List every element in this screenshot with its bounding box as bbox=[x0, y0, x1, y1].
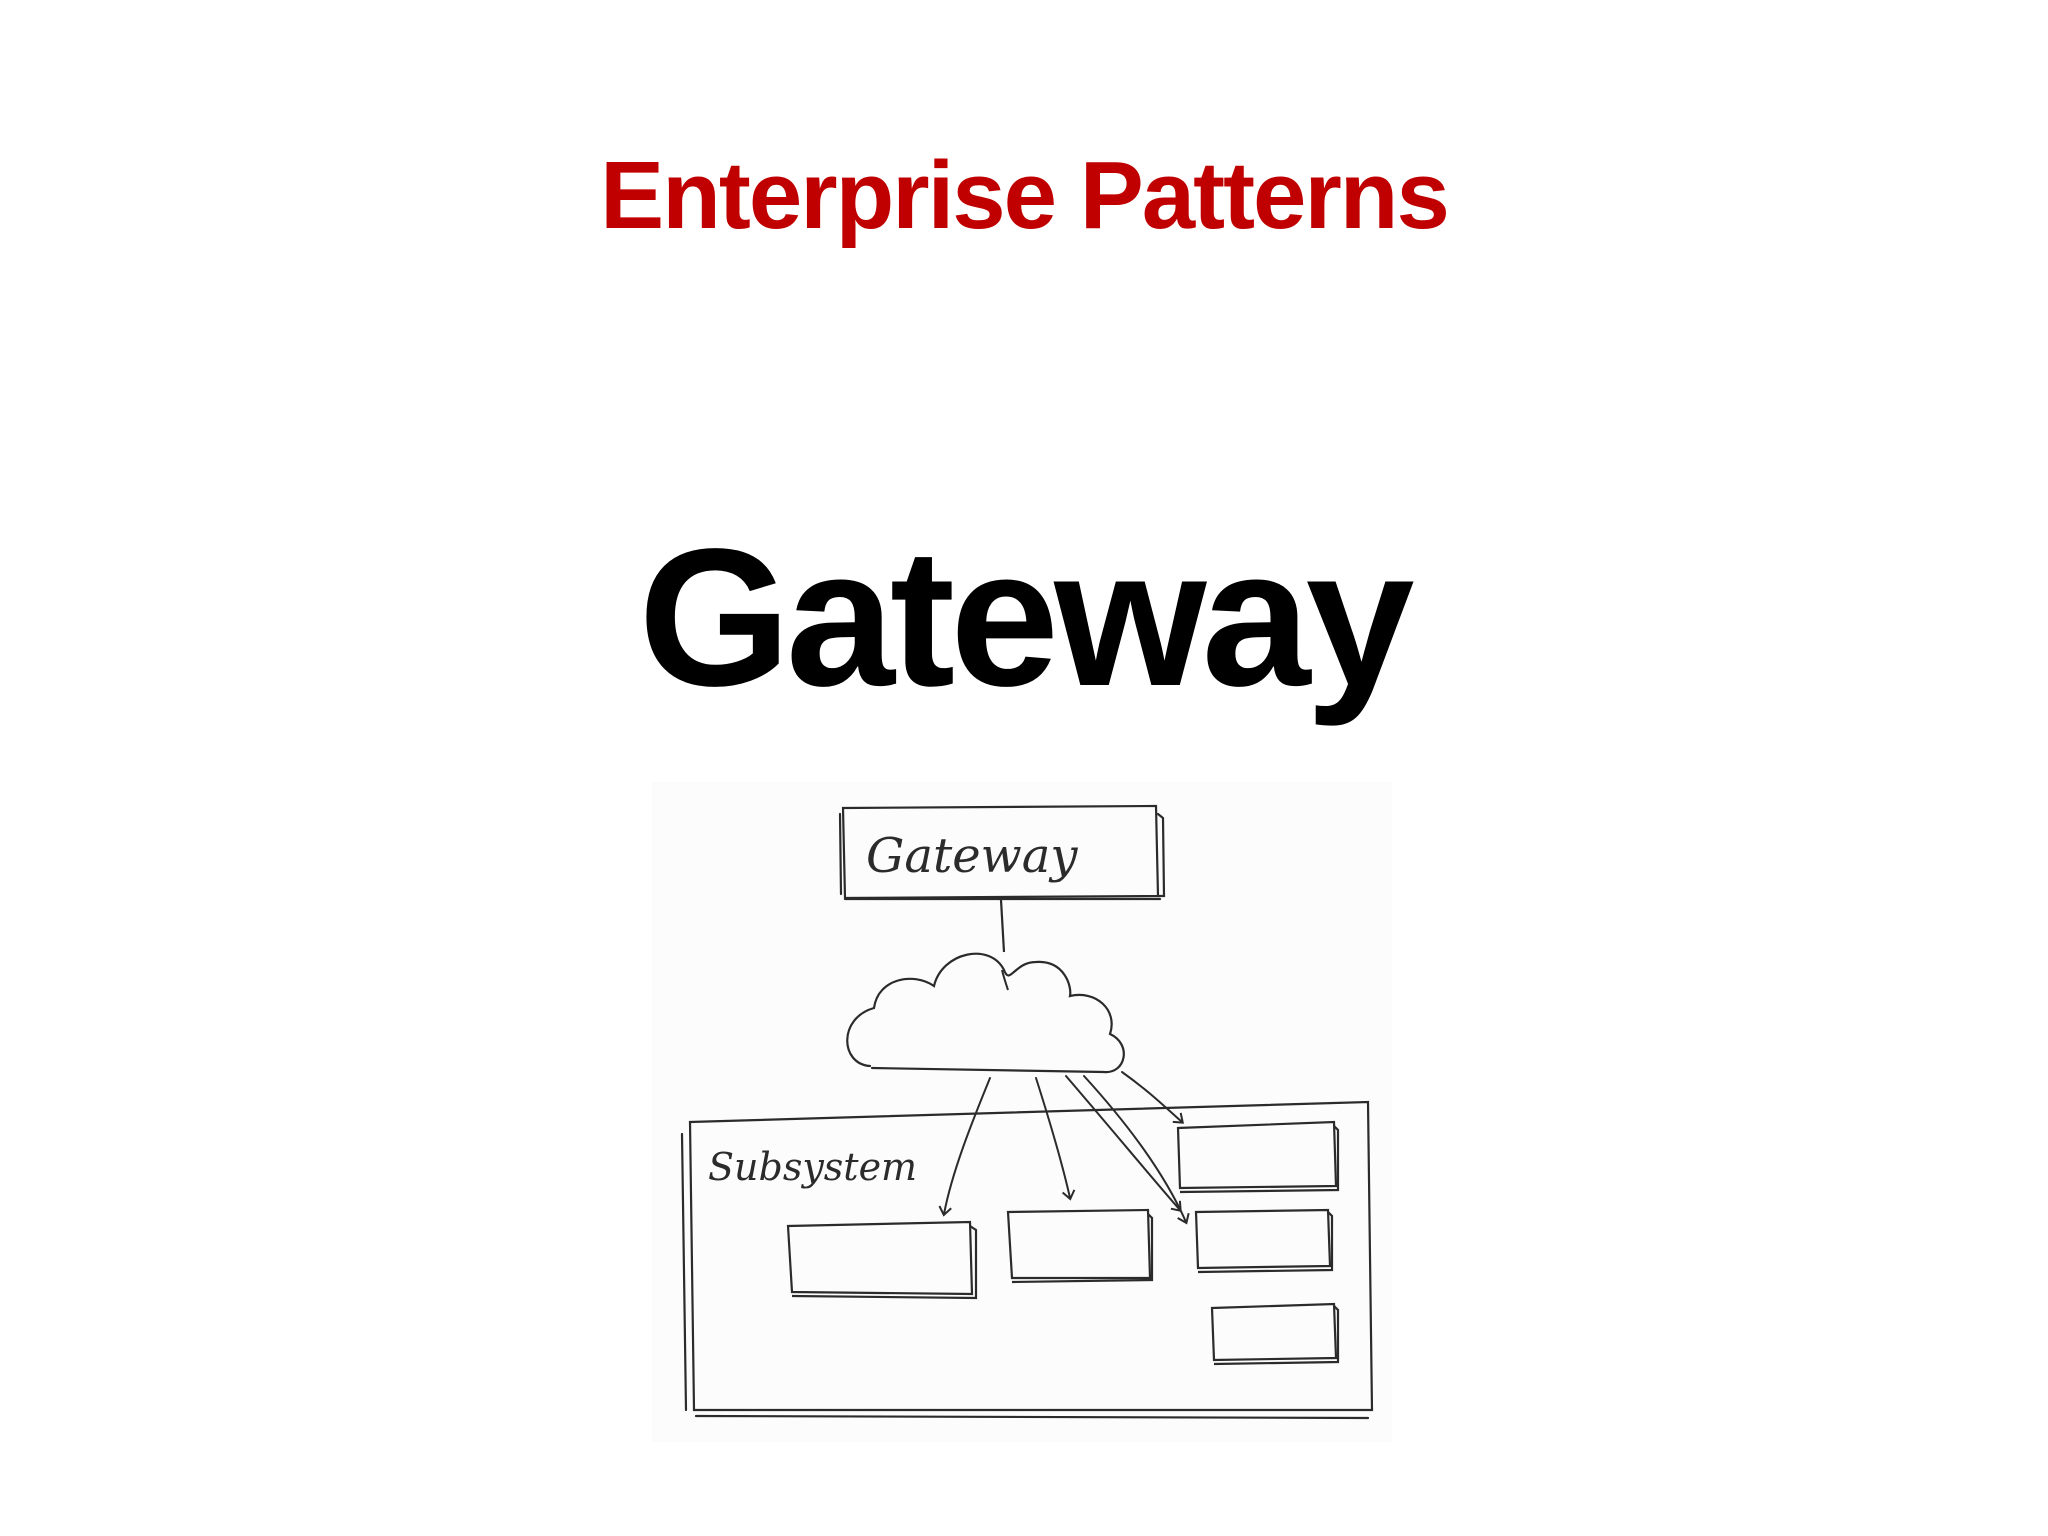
cloud-icon bbox=[846, 952, 1125, 1074]
component-box-5 bbox=[1210, 1302, 1340, 1366]
component-box-1 bbox=[786, 1220, 978, 1300]
gateway-sketch-diagram: Gateway Subsystem bbox=[652, 782, 1392, 1442]
slide-title: Enterprise Patterns bbox=[600, 142, 1450, 249]
component-box-3 bbox=[1176, 1120, 1340, 1194]
gateway-to-cloud-line bbox=[999, 899, 1006, 953]
component-box-2 bbox=[1006, 1208, 1154, 1284]
gateway-sketch-svg: Gateway Subsystem bbox=[680, 804, 1374, 1420]
subsystem-box: Subsystem bbox=[680, 1100, 1374, 1420]
component-box-4 bbox=[1194, 1208, 1334, 1274]
gateway-box: Gateway bbox=[838, 804, 1166, 901]
gateway-box-label: Gateway bbox=[866, 828, 1078, 884]
arrow-icon bbox=[938, 1071, 1190, 1225]
subsystem-box-label: Subsystem bbox=[708, 1145, 917, 1189]
pattern-heading: Gateway bbox=[638, 508, 1414, 727]
